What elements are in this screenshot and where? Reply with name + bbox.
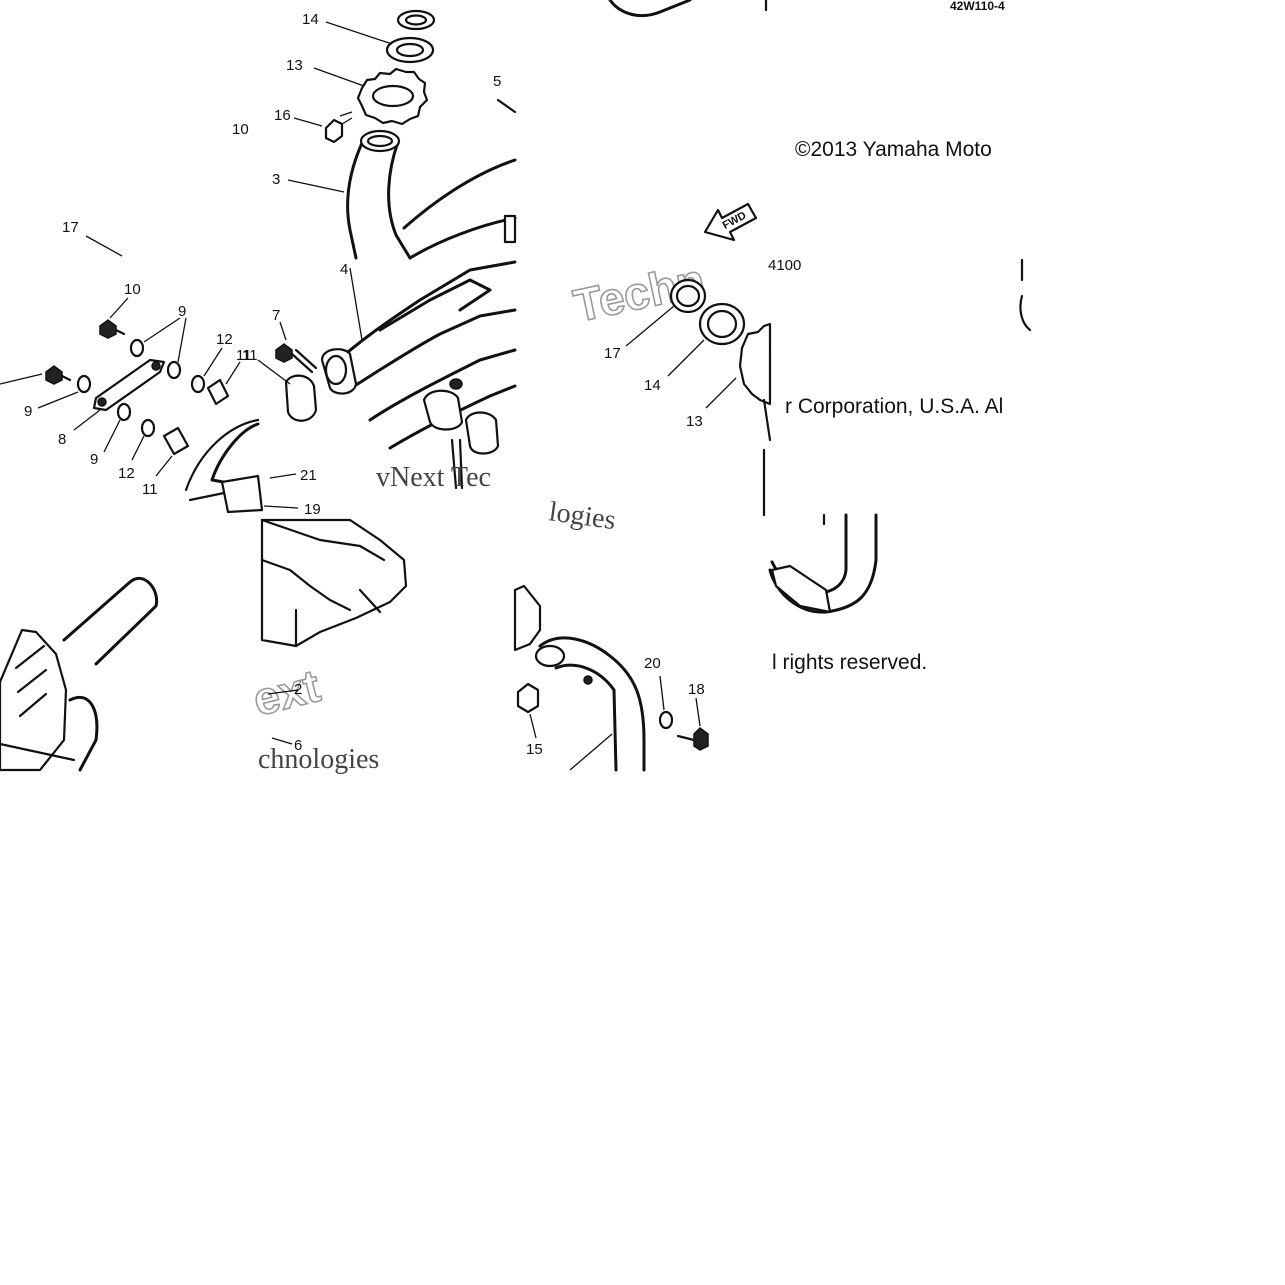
callout-11c: 11 bbox=[242, 347, 258, 364]
washer-part bbox=[129, 338, 145, 358]
tile-muffler-pipe bbox=[0, 576, 159, 772]
callout-10: 10 bbox=[232, 121, 249, 138]
callout-16: 16 bbox=[274, 107, 291, 124]
nipple-fitting-part bbox=[324, 118, 344, 144]
tile-oil-tank-box: ext chnologies 2 6 bbox=[247, 518, 408, 775]
callout-2: 2 bbox=[294, 681, 302, 698]
callout-19: 19 bbox=[304, 501, 321, 518]
callout-12a: 12 bbox=[216, 331, 233, 348]
muffler-pipe-part bbox=[62, 576, 159, 666]
page-fragment: 4100 bbox=[768, 257, 801, 274]
tile-bracket-parts: 17 10 9 8 9 9 12 11 12 bbox=[0, 219, 260, 502]
tile-fwd-arrow: FWD bbox=[608, 0, 768, 242]
stay-bar-part bbox=[92, 358, 166, 412]
callout-5: 5 bbox=[493, 73, 501, 90]
fwd-arrow-icon bbox=[703, 202, 758, 242]
tile-filler-cap-detail: Techn logies 17 14 13 bbox=[547, 253, 772, 536]
callout-6: 6 bbox=[294, 737, 302, 754]
bolt-part bbox=[99, 319, 117, 339]
tile-copyright-header: 42W110-4 ©2013 Yamaha Moto bbox=[795, 0, 1005, 161]
tile-copyright-middle: 4100 r Corporation, U.S.A. Al bbox=[768, 257, 1032, 418]
washer-part bbox=[396, 9, 436, 31]
watermark-ext: ext bbox=[248, 659, 325, 726]
drawing-code: 42W110-4 bbox=[950, 0, 1005, 13]
callout-18: 18 bbox=[688, 681, 705, 698]
tile-hose-clamps: 7 11 4 21 19 vNext Tec bbox=[210, 260, 517, 518]
tile-oil-tank-top: 14 13 5 10 16 3 bbox=[232, 9, 517, 260]
callout-20: 20 bbox=[644, 655, 661, 672]
callout-9c: 9 bbox=[90, 451, 98, 468]
callout-11b: 11 bbox=[142, 481, 158, 498]
callout-9b: 9 bbox=[24, 403, 32, 420]
copyright-line-3: l rights reserved. bbox=[772, 651, 927, 674]
callout-3: 3 bbox=[272, 171, 280, 188]
watermark-logies: logies bbox=[547, 496, 618, 536]
filler-cap-part bbox=[356, 67, 429, 126]
callout-21: 21 bbox=[300, 467, 317, 484]
callout-13: 13 bbox=[286, 57, 303, 74]
callout-12b: 12 bbox=[118, 465, 135, 482]
callout-13b: 13 bbox=[686, 413, 703, 430]
callout-17b: 17 bbox=[604, 345, 621, 362]
copyright-line-2: r Corporation, U.S.A. Al bbox=[785, 395, 1003, 418]
callout-7: 7 bbox=[272, 307, 280, 324]
callout-10b: 10 bbox=[124, 281, 141, 298]
oil-tank-box-part bbox=[260, 518, 408, 648]
copyright-line-1: ©2013 Yamaha Moto bbox=[795, 138, 992, 161]
callout-11a: 11 bbox=[236, 347, 252, 364]
callout-17: 17 bbox=[62, 219, 79, 236]
watermark-chnologies: chnologies bbox=[258, 744, 379, 775]
seal-ring-part bbox=[385, 36, 435, 64]
callout-14b: 14 bbox=[644, 377, 661, 394]
filler-neck-pipe-part bbox=[346, 141, 364, 260]
callout-8: 8 bbox=[58, 431, 66, 448]
callout-14: 14 bbox=[302, 11, 319, 28]
watermark-vnext: vNext Tec bbox=[376, 462, 491, 493]
drain-pipe-part bbox=[538, 636, 646, 772]
callout-9a: 9 bbox=[178, 303, 186, 320]
callout-15: 15 bbox=[526, 741, 543, 758]
callout-4: 4 bbox=[340, 261, 348, 278]
tile-copyright-bottom: l rights reserved. bbox=[768, 513, 927, 674]
tile-drain-pipe: 15 20 18 bbox=[513, 584, 709, 772]
